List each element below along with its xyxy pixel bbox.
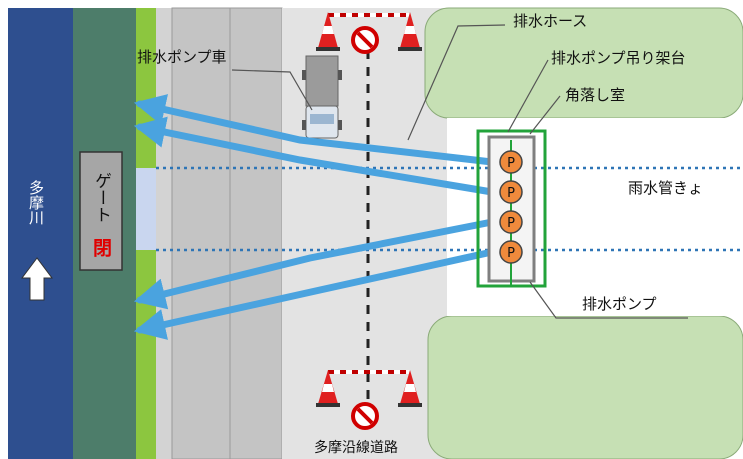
no-entry-sign-icon (351, 26, 379, 54)
hose-2 (133, 116, 496, 196)
barricade-bottom (316, 370, 422, 430)
leader-rack (507, 59, 549, 133)
pump-marker: P (507, 246, 515, 261)
traffic-cone-icon (398, 12, 422, 51)
hose-1 (133, 94, 496, 166)
label-pump-truck: 排水ポンプ車 (137, 48, 227, 66)
river-band (8, 8, 73, 459)
leader-manhole (529, 95, 561, 135)
drain-hoses (133, 94, 496, 340)
traffic-cone-icon (316, 370, 340, 407)
pump-rack (476, 129, 547, 288)
label-road: 多摩沿線道路 (314, 439, 398, 456)
leader-hose (407, 24, 506, 141)
label-hose: 排水ホース (513, 12, 587, 30)
traffic-cone-icon (398, 370, 422, 407)
pump-2: P (499, 180, 523, 204)
pump-truck-icon (302, 55, 342, 139)
pump-marker: P (507, 216, 515, 231)
hose-4 (133, 248, 496, 340)
hose-3 (133, 218, 496, 310)
gate-box (79, 151, 123, 271)
river-label: 多摩川 (27, 180, 45, 225)
leader-truck (231, 69, 313, 111)
barricade-top (316, 12, 422, 54)
label-manhole: 角落し室 (565, 86, 625, 104)
pump-marker: P (507, 186, 515, 201)
north-arrow-icon (21, 257, 53, 301)
label-rain-pipe: 雨水管きょ (628, 179, 703, 197)
label-rack: 排水ポンプ吊り架台 (551, 49, 686, 67)
gate-label: ゲート (91, 172, 111, 223)
leader-lines (231, 24, 688, 319)
leader-pump (529, 281, 688, 319)
gate-status: 閉 (90, 238, 112, 257)
block-bottom (427, 315, 743, 459)
road-lane-2 (229, 7, 283, 459)
gate-opening (136, 168, 156, 250)
pump-1: P (499, 150, 523, 174)
pump-3: P (499, 210, 523, 234)
pump-marker: P (507, 156, 515, 171)
road-shoulder (156, 8, 172, 459)
pump-4: P (499, 240, 523, 264)
traffic-cone-icon (316, 12, 340, 51)
no-entry-sign-icon (351, 402, 379, 430)
road-lane-1 (171, 7, 231, 459)
label-pump: 排水ポンプ (582, 295, 657, 313)
